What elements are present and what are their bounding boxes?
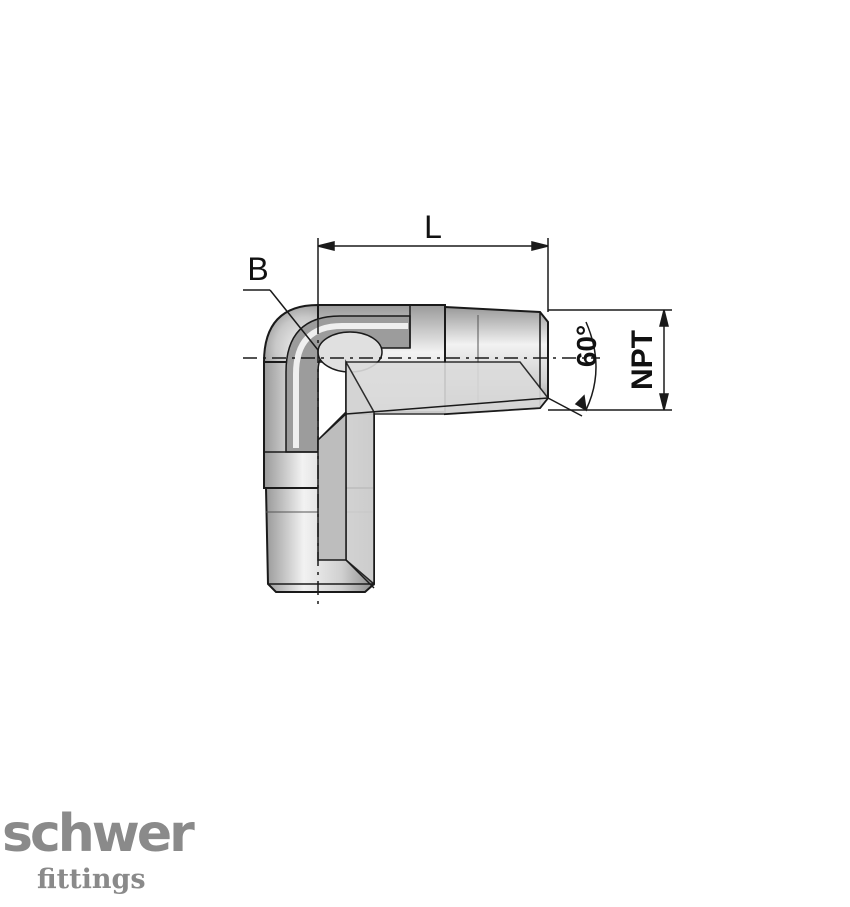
dimension-thread — [548, 309, 672, 411]
dimension-bore-leader — [243, 289, 319, 351]
logo-fittings: fittings — [37, 864, 146, 895]
bore-label: B — [247, 251, 268, 287]
dimension-length — [317, 238, 549, 312]
logo-schwer: schwer — [2, 804, 195, 864]
length-label: L — [424, 209, 442, 245]
thread-label: NPT — [626, 330, 659, 390]
elbow-body — [262, 303, 549, 593]
angle-label: 60° — [571, 325, 602, 367]
dimension-angle — [547, 321, 597, 417]
centerlines — [243, 320, 600, 605]
